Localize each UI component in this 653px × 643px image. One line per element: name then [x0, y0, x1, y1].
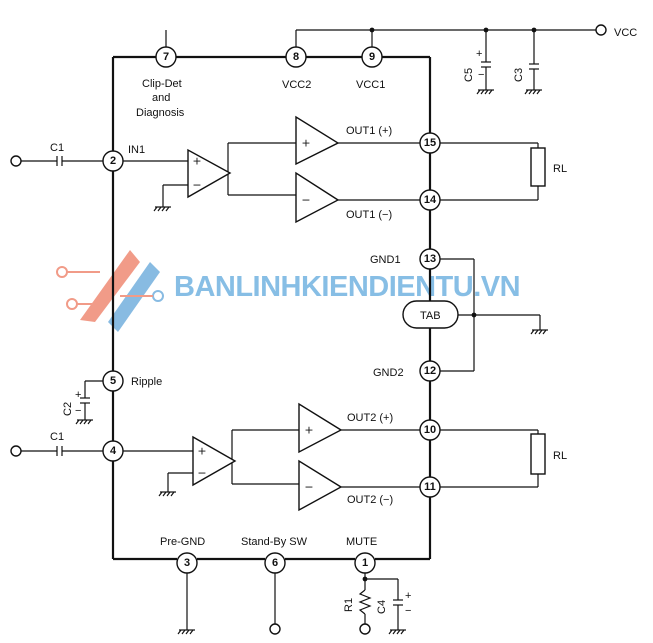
svg-text:13: 13: [424, 253, 436, 265]
power-amp-1-neg: [295, 171, 340, 224]
svg-text:+: +: [405, 590, 411, 602]
power-amp-1-pos: [295, 115, 340, 166]
c1-label-top: C1: [50, 142, 64, 154]
svg-text:12: 12: [424, 365, 436, 377]
c3-label: C3: [513, 68, 525, 82]
tab-label: TAB: [420, 310, 441, 322]
svg-text:15: 15: [424, 137, 436, 149]
svg-text:3: 3: [184, 557, 190, 569]
junction-dots: [362, 27, 537, 582]
svg-text:−: −: [478, 69, 484, 81]
vcc2-label: VCC2: [282, 79, 311, 91]
svg-text:−: −: [197, 467, 206, 480]
power-amp-2-neg: [298, 459, 343, 512]
rl-label-2: RL: [553, 450, 567, 462]
svg-text:+: +: [75, 389, 81, 401]
r1-label: R1: [343, 598, 355, 612]
c5-label: C5: [463, 68, 475, 82]
svg-text:14: 14: [424, 194, 437, 206]
svg-text:−: −: [301, 194, 310, 207]
pre-gnd-label: Pre-GND: [160, 536, 205, 548]
svg-text:6: 6: [272, 557, 278, 569]
polarity-marks: + − + − + −: [75, 48, 484, 617]
svg-text:−: −: [75, 405, 81, 417]
load-resistor-2: [530, 433, 546, 475]
and-label: and: [152, 92, 170, 104]
svg-text:+: +: [192, 155, 201, 168]
watermark-text: BANLINHKIENDIENTU.VN: [174, 271, 520, 303]
pin-1: 1: [354, 552, 376, 574]
pin-10: 10: [419, 419, 441, 441]
pin-8: 8: [285, 46, 307, 68]
pin-11: 11: [419, 476, 441, 498]
pin-4: 4: [102, 440, 124, 462]
svg-text:11: 11: [424, 481, 436, 493]
vcc1-label: VCC1: [356, 79, 385, 91]
watermark-logo: [56, 250, 164, 332]
in1-label: IN1: [128, 144, 145, 156]
c1-label-bottom: C1: [50, 431, 64, 443]
svg-text:+: +: [304, 424, 313, 437]
clip-det-label: Clip-Det: [142, 78, 182, 90]
pin-15: 15: [419, 132, 441, 154]
power-amp-2-pos: [298, 402, 343, 454]
standby-sw-label: Stand-By SW: [241, 536, 308, 548]
pin-14: 14: [419, 189, 441, 211]
out1-pos-label: OUT1 (+): [346, 125, 392, 137]
pin-9: 9: [361, 46, 383, 68]
svg-text:8: 8: [293, 51, 299, 63]
svg-text:2: 2: [110, 155, 116, 167]
ripple-label: Ripple: [131, 376, 162, 388]
pin-7: 7: [155, 46, 177, 68]
preamp-2: [192, 435, 237, 487]
pin-2: 2: [102, 150, 124, 172]
wiring: [21, 29, 596, 630]
svg-text:1: 1: [362, 557, 368, 569]
svg-text:+: +: [301, 137, 310, 150]
terminals: [10, 24, 607, 635]
load-resistors: [530, 147, 546, 475]
rl-label-1: RL: [553, 163, 567, 175]
svg-text:9: 9: [369, 51, 375, 63]
svg-text:10: 10: [424, 424, 436, 436]
amplifiers: [187, 115, 343, 512]
gnd1-label: GND1: [370, 254, 401, 266]
gnd2-label: GND2: [373, 367, 404, 379]
c4-label: C4: [376, 600, 388, 614]
pin-12: 12: [419, 360, 441, 382]
out1-neg-label: OUT1 (−): [346, 209, 392, 221]
out2-neg-label: OUT2 (−): [347, 494, 393, 506]
svg-text:4: 4: [110, 445, 117, 457]
tab-body: [402, 300, 459, 329]
vcc-label: VCC: [614, 27, 637, 39]
svg-text:−: −: [192, 179, 201, 192]
pin-3: 3: [176, 552, 198, 574]
load-resistor-1: [530, 147, 546, 187]
svg-text:−: −: [304, 481, 313, 494]
svg-text:−: −: [405, 605, 411, 617]
preamp-1: [187, 148, 232, 199]
mute-label: MUTE: [346, 536, 377, 548]
svg-text:+: +: [197, 445, 206, 458]
pin-13: 13: [419, 248, 441, 270]
diagnosis-label: Diagnosis: [136, 107, 185, 119]
ic-outline: [111, 55, 432, 561]
pin-5: 5: [102, 370, 124, 392]
out2-pos-label: OUT2 (+): [347, 412, 393, 424]
svg-text:+: +: [476, 48, 482, 60]
pin-6: 6: [264, 552, 286, 574]
amp-signs: + − + − + − + −: [192, 137, 313, 494]
svg-text:5: 5: [110, 375, 116, 387]
ground-symbols: [75, 89, 548, 635]
svg-text:7: 7: [163, 51, 169, 63]
c2-label: C2: [62, 402, 74, 416]
